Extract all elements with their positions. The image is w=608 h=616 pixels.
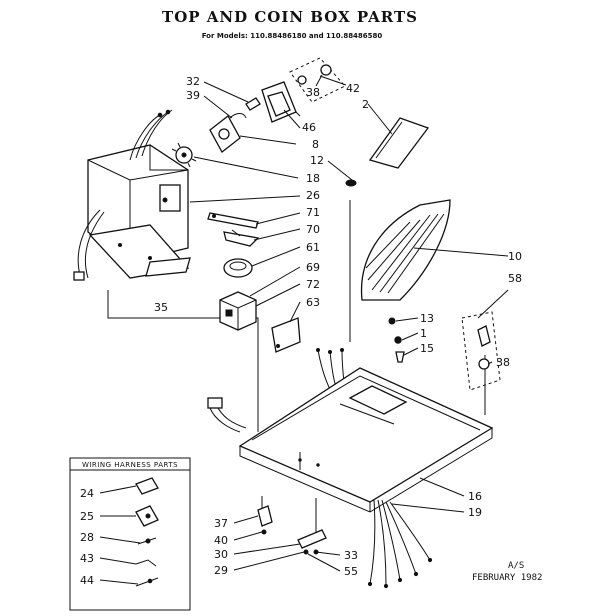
- label-72: 72: [306, 278, 320, 291]
- label-29: 29: [214, 564, 228, 577]
- label-69: 69: [306, 261, 320, 274]
- label-55: 55: [344, 565, 358, 578]
- lock-key-38-top: [289, 57, 346, 103]
- screw-13: [388, 317, 396, 325]
- label-15: 15: [420, 342, 434, 355]
- diagram-title: TOP AND COIN BOX PARTS: [162, 8, 418, 26]
- label-28: 28: [80, 531, 94, 544]
- top-panel-16: [238, 367, 494, 513]
- label-19: 19: [468, 506, 482, 519]
- coin-box-69: [219, 291, 257, 331]
- label-63: 63: [306, 296, 320, 309]
- label-16: 16: [468, 490, 482, 503]
- label-13: 13: [420, 312, 434, 325]
- guide-line-housing: [107, 290, 259, 432]
- lever-71: [207, 212, 259, 229]
- label-42: 42: [346, 82, 360, 95]
- harness-box-title: WIRING HARNESS PARTS: [82, 461, 178, 469]
- washer-1: [394, 336, 402, 344]
- leader-lines: [99, 75, 509, 585]
- screw-15: [395, 351, 405, 363]
- label-30: 30: [214, 548, 228, 561]
- label-10: 10: [508, 250, 522, 263]
- bumper-12: [345, 179, 357, 187]
- label-58: 58: [508, 272, 522, 285]
- control-panel-10: [360, 199, 451, 301]
- label-39: 39: [186, 89, 200, 102]
- label-70: 70: [306, 223, 320, 236]
- label-26: 26: [306, 189, 320, 202]
- housing-wire-harness: [73, 109, 173, 281]
- label-25: 25: [80, 510, 94, 523]
- label-8: 8: [312, 138, 319, 151]
- screw-32: [245, 97, 261, 111]
- terminal-43: [135, 559, 157, 567]
- label-38-top: 38: [306, 86, 320, 99]
- label-38-right: 38: [496, 356, 510, 369]
- bracket-35: [88, 224, 191, 279]
- latch-70: [223, 229, 260, 247]
- wire-harness-19: [367, 499, 433, 589]
- label-24: 24: [80, 487, 94, 500]
- gear-18: [171, 142, 197, 168]
- coin-slot-frame-46: [261, 81, 301, 123]
- label-2: 2: [362, 98, 369, 111]
- label-44: 44: [80, 574, 94, 587]
- label-33: 33: [344, 549, 358, 562]
- coin-ring-61: [223, 258, 253, 278]
- wiring-harness-parts-box: WIRING HARNESS PARTS: [69, 457, 191, 611]
- lid-plate-2: [368, 117, 430, 169]
- label-1: 1: [420, 327, 427, 340]
- terminal-44: [135, 577, 159, 587]
- hinge-37: [257, 496, 273, 535]
- meter-case-8: [209, 113, 247, 153]
- lock-assembly-58: [461, 311, 501, 391]
- label-32: 32: [186, 75, 200, 88]
- instruction-label-63: [271, 317, 301, 353]
- hinge-29: [297, 498, 327, 555]
- label-12: 12: [310, 154, 324, 167]
- diagram-subtitle: For Models: 110.88486180 and 110.8848658…: [202, 32, 383, 40]
- label-46: 46: [302, 121, 316, 134]
- footer-mark: A/S: [508, 561, 524, 571]
- label-43: 43: [80, 552, 94, 565]
- footer-date: FEBRUARY 1982: [472, 573, 542, 583]
- label-40: 40: [214, 534, 228, 547]
- label-35: 35: [154, 301, 168, 314]
- label-71: 71: [306, 206, 320, 219]
- label-18: 18: [306, 172, 320, 185]
- connector-24: [135, 477, 159, 495]
- label-61: 61: [306, 241, 320, 254]
- label-37: 37: [214, 517, 228, 530]
